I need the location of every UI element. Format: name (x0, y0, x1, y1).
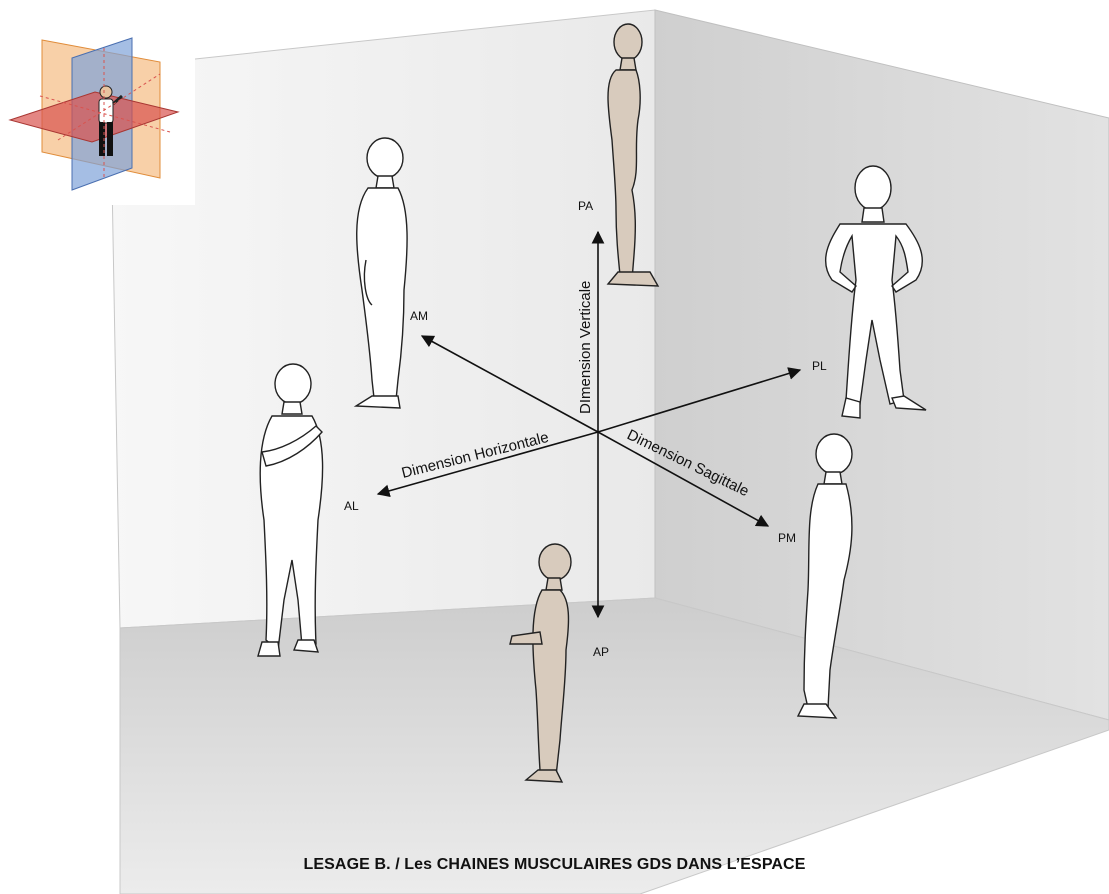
label-pa: PA (578, 199, 593, 213)
label-al: AL (344, 499, 359, 513)
label-pm: PM (778, 531, 796, 545)
label-ap: AP (593, 645, 609, 659)
label-pl: PL (812, 359, 827, 373)
anatomical-planes-inset (0, 0, 195, 205)
label-am: AM (410, 309, 428, 323)
caption: LESAGE B. / Les CHAINES MUSCULAIRES GDS … (0, 856, 1109, 874)
vertical-axis-title: DImension Verticale (577, 281, 594, 414)
